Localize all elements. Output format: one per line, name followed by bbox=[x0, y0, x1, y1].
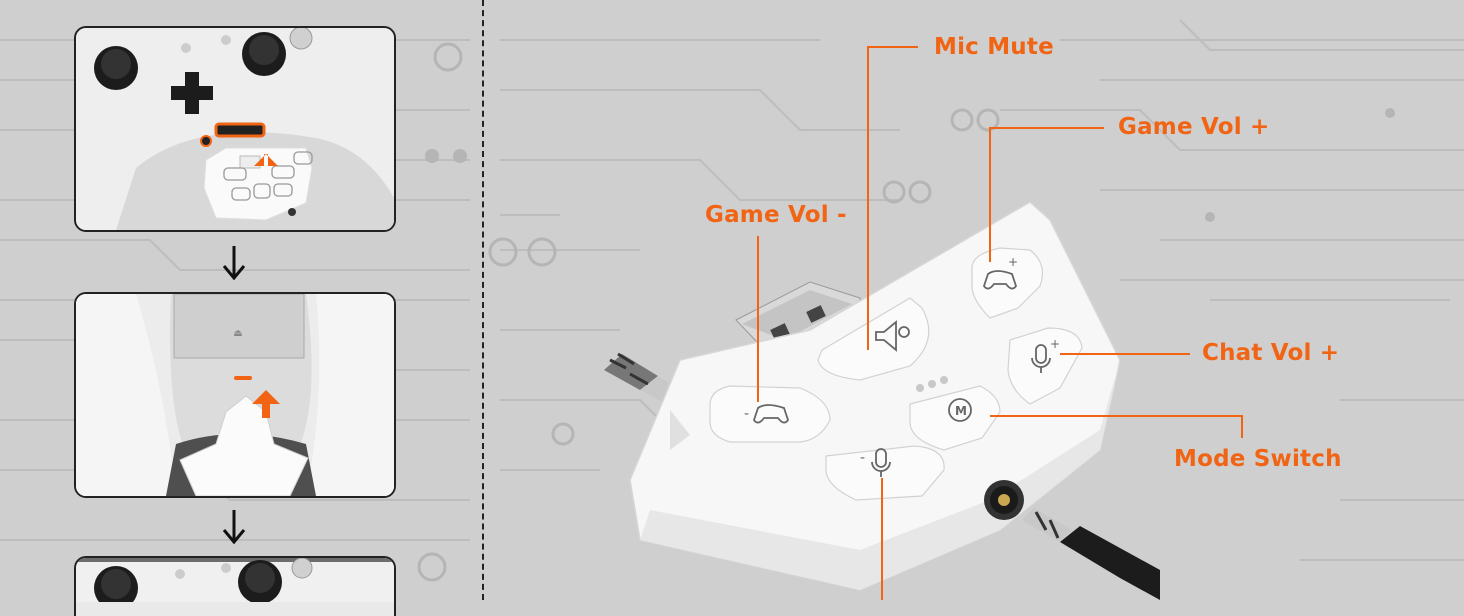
game-vol-plus-label: Game Vol + bbox=[1118, 114, 1270, 140]
step-panel-1 bbox=[74, 26, 396, 232]
battery-slot-illustration: ⏏ bbox=[76, 294, 394, 496]
audio-jack-right bbox=[1022, 508, 1160, 600]
mode-switch-label: Mode Switch bbox=[1174, 446, 1342, 472]
mode-switch-button bbox=[909, 385, 1001, 451]
game-vol-minus-label: Game Vol - bbox=[705, 202, 847, 228]
chat-vol-minus-button bbox=[825, 445, 945, 501]
microphone-icon bbox=[1031, 344, 1051, 373]
step-panel-3 bbox=[74, 556, 396, 616]
game-vol-plus-sign: + bbox=[1008, 255, 1018, 269]
section-divider bbox=[482, 0, 484, 600]
mode-letter: M bbox=[955, 404, 967, 418]
microphone-icon bbox=[871, 448, 891, 477]
mic-mute-label: Mic Mute bbox=[934, 34, 1054, 60]
game-vol-minus-button bbox=[709, 385, 831, 443]
chat-vol-minus-sign: - bbox=[860, 450, 865, 466]
svg-text:⏏: ⏏ bbox=[233, 328, 242, 339]
gamepad-icon bbox=[753, 404, 789, 424]
mode-m-icon bbox=[948, 398, 972, 422]
arrow-down-icon bbox=[222, 246, 246, 280]
step-panel-2: ⏏ bbox=[74, 292, 396, 498]
game-vol-plus-button bbox=[971, 247, 1043, 319]
chat-vol-plus-sign: + bbox=[1050, 337, 1060, 351]
gamepad-icon bbox=[983, 270, 1017, 290]
headset-adapter-illustration: - - + + M bbox=[604, 201, 1160, 600]
game-vol-minus-sign: - bbox=[744, 406, 749, 422]
arrow-down-icon bbox=[222, 510, 246, 544]
controller-insert-illustration bbox=[76, 28, 394, 230]
controller-top-illustration bbox=[76, 558, 394, 610]
chat-vol-plus-label: Chat Vol + bbox=[1202, 340, 1340, 366]
